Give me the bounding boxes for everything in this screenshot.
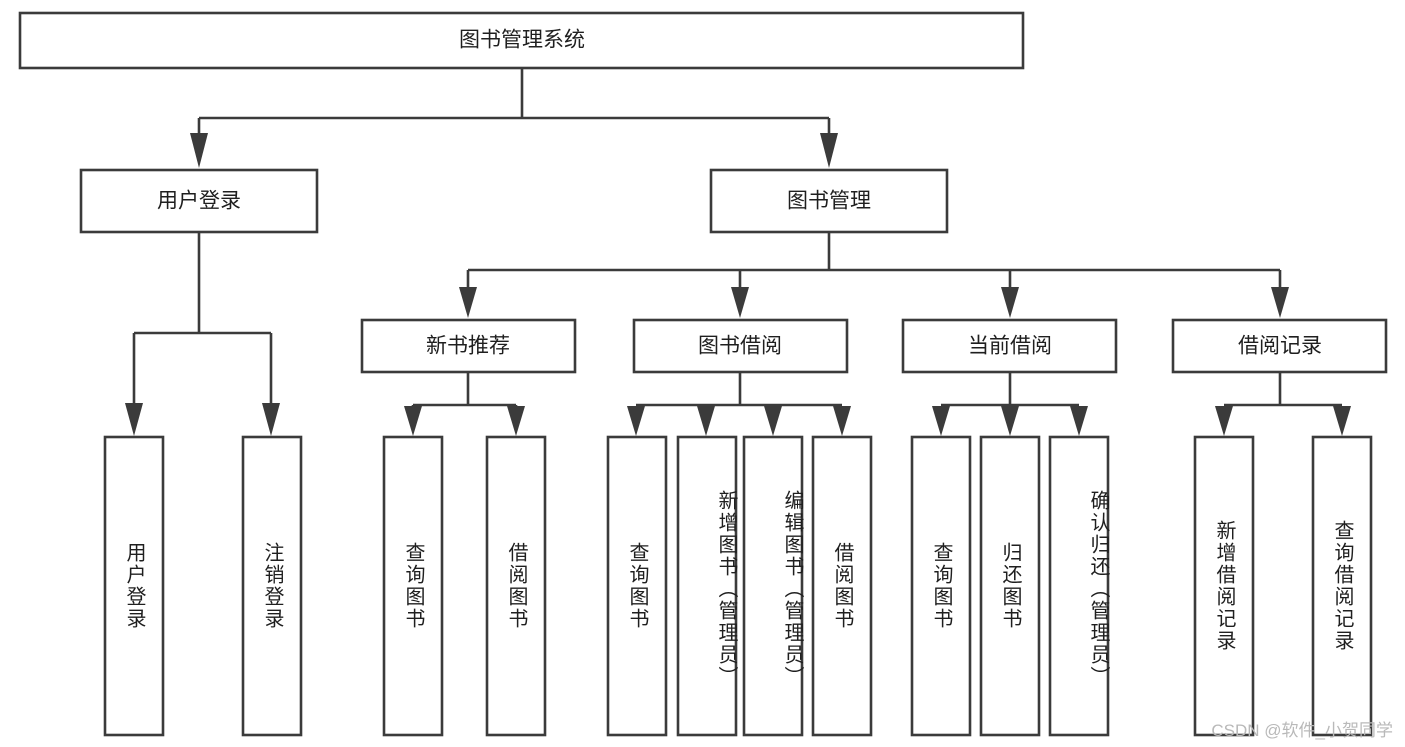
node-book-borrow-box[interactable] [632,318,849,374]
arrow-head-leaf-user-login [125,403,143,436]
leaf-box-cb-confirm-return[interactable] [1048,435,1110,737]
node-borrow-record-box[interactable] [1171,318,1388,374]
arrow-head-bb-leaf-2 [697,406,715,436]
arrow-head-current-borrow [1001,287,1019,318]
arrow-head-cb-leaf-3 [1070,406,1088,436]
node-borrow-record-label: 借阅记录 [1238,335,1322,358]
node-book-manage-label: 图书管理 [787,190,871,213]
node-book-borrow-label: 图书借阅 [698,335,782,358]
arrow-head-user-login [190,133,208,168]
leaf-box-nbr-query-book[interactable] [382,435,444,737]
leaf-box-user-login[interactable] [103,435,165,737]
node-new-book-recommend-box[interactable] [360,318,577,374]
arrow-head-nbr-leaf-2 [507,406,525,436]
leaf-box-bb-borrow-book[interactable] [811,435,873,737]
arrow-head-bb-leaf-3 [764,406,782,436]
leaf-box-cb-return-book[interactable] [979,435,1041,737]
arrow-head-bb-leaf-4 [833,406,851,436]
arrow-head-br-leaf-2 [1333,406,1351,436]
arrow-head-book-borrow [731,287,749,318]
node-current-borrow-label: 当前借阅 [968,335,1052,358]
watermark-text: CSDN @软件_小贺同学 [1211,721,1393,740]
leaf-box-bb-edit-book[interactable] [742,435,804,737]
arrow-head-new-book-recommend [459,287,477,318]
arrow-head-leaf-logout [262,403,280,436]
leaf-box-cb-query-book[interactable] [910,435,972,737]
arrow-head-nbr-leaf-1 [404,406,422,436]
leaf-box-nbr-borrow-book[interactable] [485,435,547,737]
node-current-borrow-box[interactable] [901,318,1118,374]
arrow-head-borrow-record [1271,287,1289,318]
node-root-label: 图书管理系统 [459,29,585,52]
arrow-head-book-manage [820,133,838,168]
node-new-book-recommend-label: 新书推荐 [426,335,510,358]
node-book-manage-box[interactable] [709,168,949,234]
leaf-box-bb-query-book[interactable] [606,435,668,737]
arrow-head-bb-leaf-1 [627,406,645,436]
leaf-box-bb-add-book[interactable] [676,435,738,737]
node-user-login-label: 用户登录 [157,190,241,213]
leaf-box-logout[interactable] [241,435,303,737]
arrow-head-cb-leaf-1 [932,406,950,436]
leaf-box-br-add-record[interactable] [1193,435,1255,737]
leaf-box-br-query-record[interactable] [1311,435,1373,737]
arrow-head-br-leaf-1 [1215,406,1233,436]
node-root-box[interactable] [18,11,1025,70]
arrow-head-cb-leaf-2 [1001,406,1019,436]
